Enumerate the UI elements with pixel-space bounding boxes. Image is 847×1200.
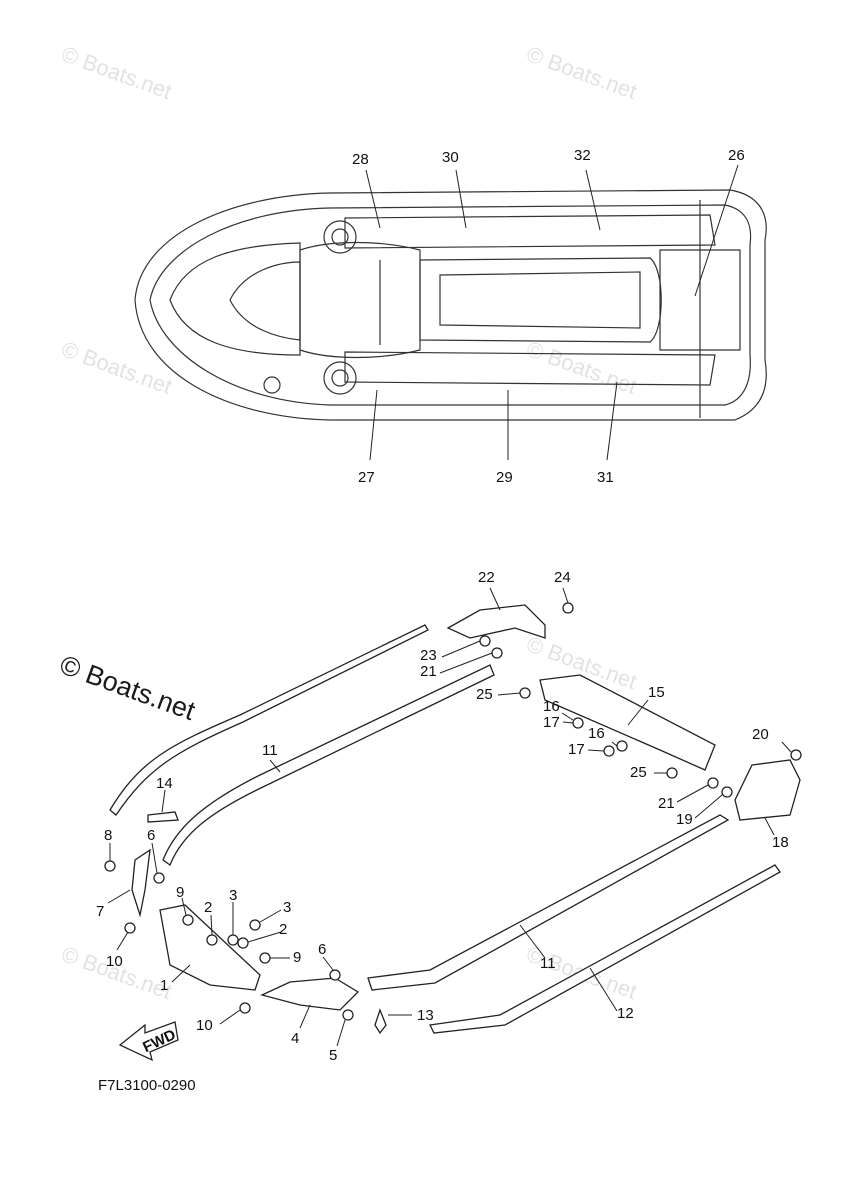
callout-16a: 16 (543, 698, 560, 715)
top-view-leaders (365, 164, 739, 461)
callout-31: 31 (597, 469, 614, 486)
callout-11b: 11 (540, 955, 556, 972)
callout-16b: 16 (588, 725, 605, 742)
callout-18: 18 (772, 834, 789, 851)
callout-22: 22 (478, 569, 495, 586)
callout-21b: 21 (658, 795, 675, 812)
callout-14: 14 (156, 775, 173, 792)
callout-8: 8 (104, 827, 112, 844)
callout-3b: 3 (283, 899, 291, 916)
watermark-6: © Boats.net (58, 941, 175, 1004)
callout-2a: 2 (204, 899, 212, 916)
callout-3a: 3 (229, 887, 237, 904)
parts-labels: 22 24 23 21 25 15 16 17 16 17 20 25 21 1… (96, 569, 789, 1064)
callout-29: 29 (496, 469, 513, 486)
callout-7: 7 (96, 903, 104, 920)
callout-10b: 10 (196, 1017, 213, 1034)
callout-10a: 10 (106, 953, 123, 970)
watermark-3: © Boats.net (58, 336, 175, 399)
callout-17b: 17 (568, 741, 585, 758)
watermark-2: © Boats.net (523, 41, 640, 104)
callout-30: 30 (442, 149, 459, 166)
callout-21a: 21 (420, 663, 437, 680)
callout-23: 23 (420, 647, 437, 664)
callout-20: 20 (752, 726, 769, 743)
callout-24: 24 (554, 569, 571, 586)
callout-32: 32 (574, 147, 591, 164)
callout-5: 5 (329, 1047, 337, 1064)
exploded-parts (104, 602, 802, 1062)
callout-26: 26 (728, 147, 745, 164)
callout-15: 15 (648, 684, 665, 701)
parts-leaders (107, 587, 792, 1047)
watermark-4: © Boats.net (523, 336, 640, 399)
watermark-1: © Boats.net (58, 41, 175, 104)
watercraft-top-view (134, 189, 767, 421)
callout-11a: 11 (262, 742, 278, 759)
callout-12: 12 (617, 1005, 634, 1022)
callout-13: 13 (417, 1007, 434, 1024)
callout-9a: 9 (176, 884, 184, 901)
callout-1: 1 (160, 977, 168, 994)
callout-25a: 25 (476, 686, 493, 703)
callout-28: 28 (352, 151, 369, 168)
callout-6a: 6 (147, 827, 155, 844)
callout-4: 4 (291, 1030, 299, 1047)
callout-19: 19 (676, 811, 693, 828)
callout-2b: 2 (279, 921, 287, 938)
diagram-code: F7L3100-0290 (98, 1077, 196, 1094)
callout-27: 27 (358, 469, 375, 486)
callout-17a: 17 (543, 714, 560, 731)
callout-6b: 6 (318, 941, 326, 958)
watermark-dark: © Boats.net (56, 649, 200, 726)
callout-25b: 25 (630, 764, 647, 781)
callout-9b: 9 (293, 949, 301, 966)
top-view-labels: 28 30 32 26 27 29 31 (352, 147, 745, 486)
